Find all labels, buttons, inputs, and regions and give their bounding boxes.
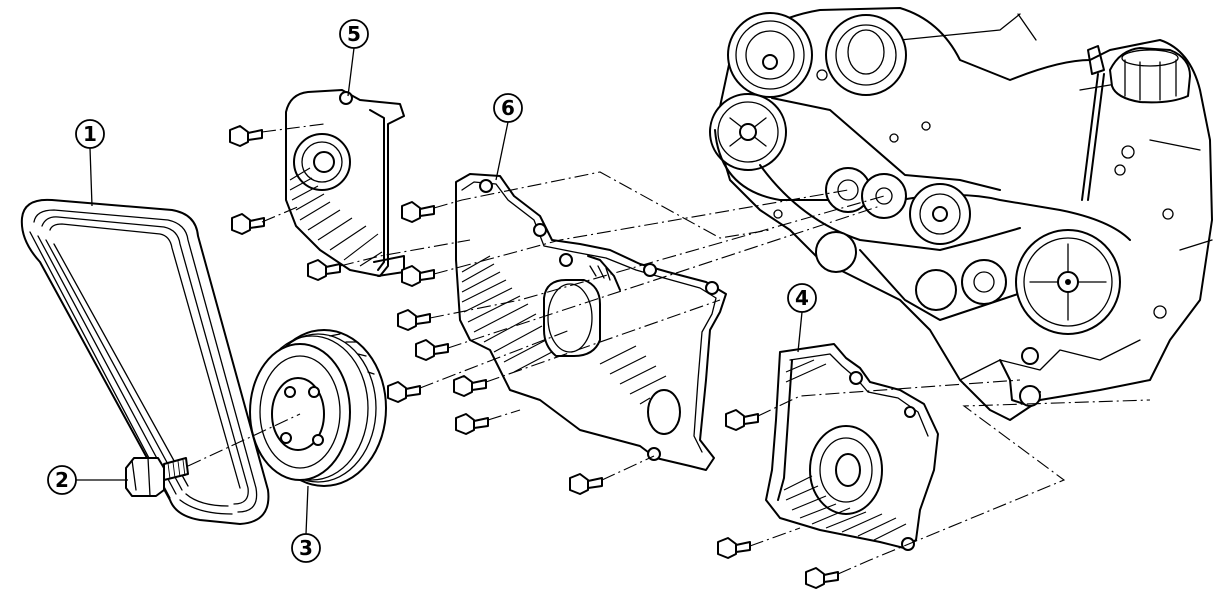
water-pump-pulley — [1015, 229, 1121, 335]
bolt-h — [387, 381, 421, 403]
callout-1-label: 1 — [83, 122, 97, 146]
bolt-c — [307, 259, 341, 281]
drive-belt — [20, 198, 270, 525]
callout-5-label: 5 — [347, 22, 361, 46]
callout-3-label: 3 — [299, 536, 313, 560]
alignment-lines — [187, 123, 1151, 575]
crank-bolt — [125, 457, 189, 497]
bolt-i — [453, 375, 487, 397]
callout-1: 1 — [75, 119, 105, 149]
tensioner-pulley — [909, 183, 971, 245]
engine-assembly — [709, 7, 1213, 421]
bolt-g — [415, 339, 449, 361]
bolt-e — [401, 265, 435, 287]
power-steering-pulley — [825, 14, 907, 96]
callout-5: 5 — [339, 19, 369, 49]
dipstick — [1081, 45, 1105, 201]
callout-4-label: 4 — [795, 286, 809, 310]
callout-6-label: 6 — [501, 96, 515, 120]
bolt-l — [725, 409, 759, 431]
upper-belt-cover — [285, 89, 405, 277]
rear-belt-cover — [455, 173, 727, 471]
callout-leaders — [76, 47, 803, 535]
bolt-m — [717, 537, 751, 559]
bolts — [229, 125, 839, 589]
bolt-a — [229, 125, 263, 147]
callout-6: 6 — [493, 93, 523, 123]
idler-pulley-2 — [861, 173, 907, 219]
callout-3: 3 — [291, 533, 321, 563]
ac-pulley — [709, 93, 787, 171]
bolt-b — [231, 213, 265, 235]
bolt-f — [397, 309, 431, 331]
bolt-n — [805, 567, 839, 589]
idler-pulley-4 — [915, 259, 1007, 311]
callout-2: 2 — [47, 465, 77, 495]
crankshaft-pulley — [249, 329, 387, 487]
bolt-j — [455, 413, 489, 435]
front-cover — [765, 343, 939, 551]
alternator-pulley — [727, 12, 813, 98]
callout-4: 4 — [787, 283, 817, 313]
callout-2-label: 2 — [55, 468, 69, 492]
bolt-k — [569, 473, 603, 495]
bolt-d — [401, 201, 435, 223]
oil-filler-cap — [1109, 47, 1191, 104]
idler-pulley-3 — [815, 231, 857, 273]
